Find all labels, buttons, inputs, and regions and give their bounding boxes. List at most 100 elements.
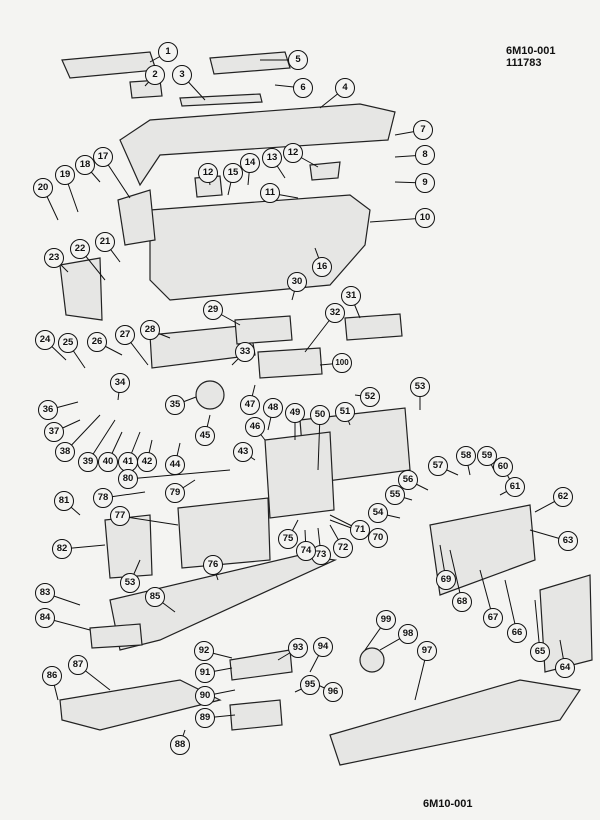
callout-number: 58 — [456, 446, 476, 466]
callout-number: 7 — [413, 120, 433, 140]
callout-number: 32 — [325, 303, 345, 323]
part-10-dash-frame — [149, 194, 371, 301]
callout-number: 77 — [110, 506, 130, 526]
callout-number: 95 — [300, 675, 320, 695]
part-35 — [195, 380, 225, 410]
callout-number: 71 — [350, 520, 370, 540]
part-92 — [229, 649, 293, 681]
callout-number: 45 — [195, 426, 215, 446]
part-32-radio — [257, 347, 323, 379]
drawing-code: 6M10-001 — [506, 45, 556, 57]
part-98 — [359, 647, 385, 673]
leader-line — [127, 469, 231, 480]
part-97-console — [329, 679, 582, 766]
callout-number: 74 — [296, 541, 316, 561]
callout-number: 59 — [477, 446, 497, 466]
callout-number: 50 — [310, 405, 330, 425]
callout-number: 55 — [385, 485, 405, 505]
part-87 — [59, 679, 222, 731]
callout-number: 80 — [118, 469, 138, 489]
callout-number: 28 — [140, 320, 160, 340]
footer-drawing-code: 6M10-001 — [423, 798, 473, 810]
callout-number: 69 — [436, 570, 456, 590]
date-code: 111783 — [506, 57, 542, 69]
callout-number: 14 — [240, 153, 260, 173]
callout-number: 67 — [483, 608, 503, 628]
callout-number: 34 — [110, 373, 130, 393]
callout-number: 46 — [245, 417, 265, 437]
callout-number: 12 — [283, 143, 303, 163]
callout-number: 13 — [262, 148, 282, 168]
callout-number: 6 — [293, 78, 313, 98]
callout-number: 57 — [428, 456, 448, 476]
callout-number: 98 — [398, 624, 418, 644]
callout-number: 4 — [335, 78, 355, 98]
callout-number: 31 — [341, 286, 361, 306]
callout-number: 53 — [120, 573, 140, 593]
callout-number: 1 — [158, 42, 178, 62]
callout-number: 22 — [70, 239, 90, 259]
callout-number: 33 — [235, 342, 255, 362]
callout-number: 42 — [137, 452, 157, 472]
part-17 — [117, 189, 156, 246]
callout-number: 38 — [55, 442, 75, 462]
part-82 — [104, 514, 153, 579]
callout-number: 86 — [42, 666, 62, 686]
callout-number: 68 — [452, 592, 472, 612]
callout-number: 44 — [165, 455, 185, 475]
callout-number: 24 — [35, 330, 55, 350]
callout-number: 64 — [555, 658, 575, 678]
callout-number: 66 — [507, 623, 527, 643]
callout-number: 49 — [285, 403, 305, 423]
callout-number: 3 — [172, 65, 192, 85]
callout-number: 30 — [287, 272, 307, 292]
callout-number: 100 — [332, 353, 352, 373]
callout-number: 8 — [415, 145, 435, 165]
callout-number: 89 — [195, 708, 215, 728]
callout-number: 65 — [530, 642, 550, 662]
callout-number: 85 — [145, 587, 165, 607]
callout-number: 51 — [335, 402, 355, 422]
part-1-right — [209, 51, 291, 75]
callout-number: 15 — [223, 163, 243, 183]
callout-number: 5 — [288, 50, 308, 70]
callout-number: 91 — [195, 663, 215, 683]
callout-number: 12 — [198, 163, 218, 183]
callout-number: 90 — [195, 686, 215, 706]
callout-number: 20 — [33, 178, 53, 198]
callout-number: 56 — [398, 470, 418, 490]
callout-number: 92 — [194, 641, 214, 661]
part-89 — [229, 699, 283, 731]
part-31 — [344, 313, 403, 341]
callout-number: 93 — [288, 638, 308, 658]
callout-number: 40 — [98, 452, 118, 472]
part-4-dash-pad — [119, 103, 396, 187]
callout-number: 63 — [558, 531, 578, 551]
callout-number: 27 — [115, 325, 135, 345]
callout-number: 37 — [44, 422, 64, 442]
callout-number: 82 — [52, 539, 72, 559]
callout-number: 76 — [203, 555, 223, 575]
callout-number: 99 — [376, 610, 396, 630]
callout-number: 47 — [240, 395, 260, 415]
part-77-bezel — [177, 497, 271, 569]
callout-number: 96 — [323, 682, 343, 702]
callout-number: 52 — [360, 387, 380, 407]
callout-number: 54 — [368, 503, 388, 523]
callout-number: 60 — [493, 457, 513, 477]
callout-number: 73 — [311, 545, 331, 565]
callout-number: 9 — [415, 173, 435, 193]
callout-number: 84 — [35, 608, 55, 628]
callout-number: 11 — [260, 183, 280, 203]
callout-number: 87 — [68, 655, 88, 675]
part-49 — [264, 431, 335, 519]
callout-number: 36 — [38, 400, 58, 420]
callout-number: 70 — [368, 528, 388, 548]
callout-number: 79 — [165, 483, 185, 503]
callout-number: 18 — [75, 155, 95, 175]
callout-number: 61 — [505, 477, 525, 497]
part-29 — [234, 315, 293, 345]
callout-number: 25 — [58, 333, 78, 353]
callout-number: 16 — [312, 257, 332, 277]
